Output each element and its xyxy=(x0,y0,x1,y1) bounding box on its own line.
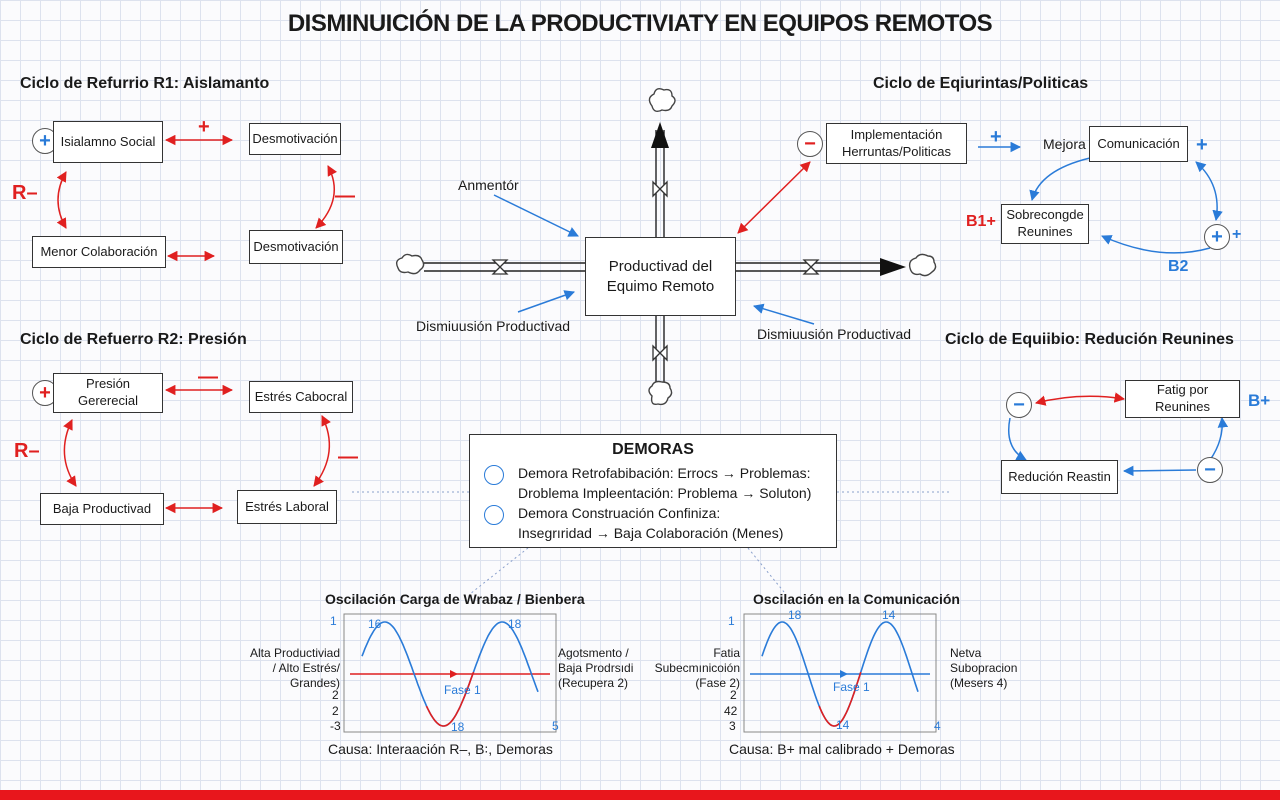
r1-box-collaboration: Menor Colaboración xyxy=(32,236,166,268)
page-title: DISMINUICIÓN DE LA PRODUCTIVIATY EN EQUI… xyxy=(287,10,993,37)
chart-right-caption: Causa: B+ mal calibrado + Demoras xyxy=(729,741,955,757)
chart-left-ymid2: 2 xyxy=(332,704,339,718)
policies-circle-sign: + xyxy=(1232,226,1242,243)
r1-box-isolation: Isialamno Social xyxy=(53,121,163,163)
dotted-connectors xyxy=(352,491,952,595)
chart-left-phase: Fase 1 xyxy=(444,683,481,697)
policies-sign-plus2: + xyxy=(1196,134,1208,156)
r1-sign-top: + xyxy=(198,116,210,138)
balance-minus-circle-bottom: − xyxy=(1197,457,1223,483)
policies-box-implementation: Implementación Herruntas/Politicas xyxy=(826,123,967,164)
r1-box-demotivation-top: Desmotivación xyxy=(249,123,341,155)
policies-box-communication: Comunicación xyxy=(1089,126,1188,162)
chart-right-ybot: 3 xyxy=(729,719,736,733)
r2-box-pressure: Presión Gererecial xyxy=(53,373,163,413)
r2-sign-right: — xyxy=(338,446,358,468)
r2-arrows xyxy=(63,384,331,514)
chart-right-trough: 14 xyxy=(836,718,850,732)
cloud-sources xyxy=(395,87,937,406)
section-r1-title: Ciclo de Refurrio R1: Aislamanto xyxy=(20,75,270,92)
policies-b1-text: B1 xyxy=(966,213,987,230)
chart-left-yright: 5 xyxy=(552,719,559,733)
chart-right-title: Oscilación en la Comunicación xyxy=(753,591,960,607)
r2-sign-top: — xyxy=(198,366,218,388)
demoras-bullet-1 xyxy=(484,465,504,485)
chart-left-wave-trough xyxy=(425,671,475,727)
r2-box-low-productivity: Baja Productivad xyxy=(40,493,164,525)
chart-left-trough: 18 xyxy=(451,720,465,734)
label-aumento: Anmentór xyxy=(458,177,519,193)
chart-right-wave-trough xyxy=(818,671,862,727)
chart-right-phase: Fase 1 xyxy=(833,680,870,694)
policies-box-overload: Sobrecongde Reunines xyxy=(1001,204,1089,244)
r1-arrows xyxy=(56,134,338,262)
chart-right-ytop: 1 xyxy=(728,614,735,628)
demoras-box: DEMORAS Demora Retrofabibación: Errocs →… xyxy=(469,434,837,548)
section-r2-title: Ciclo de Refuerro R2: Presión xyxy=(20,331,247,348)
policies-minus-circle: − xyxy=(797,131,823,157)
policies-b1-sign: + xyxy=(986,213,996,230)
policies-b2-label: B2 xyxy=(1168,258,1189,275)
label-dism-left: Dismiuusión Productivad xyxy=(416,318,571,334)
section-policies-title: Ciclo de Eqiurintas/Politicas xyxy=(873,75,1089,92)
balance-box-reduction: Redución Reastin xyxy=(1001,460,1118,494)
demoras-title: DEMORAS xyxy=(612,441,694,458)
r1-sign-right: — xyxy=(335,185,355,207)
chart-left-mid-arrow xyxy=(450,670,458,678)
chart-right-right-label: Netva Subopracion (Mesers 4) xyxy=(950,646,1018,690)
chart-right-plot xyxy=(750,621,930,727)
chart-right-peak1: 18 xyxy=(788,608,802,622)
stock-productivity: Productivad del Equimo Remoto xyxy=(585,237,736,316)
r1-box-demotivation-bottom: Desmotivación xyxy=(249,230,343,264)
demoras-line-3: Demora Construación Confiniza: xyxy=(518,505,721,521)
chart-left-frame xyxy=(343,613,557,733)
policies-sign-plus1: + xyxy=(990,126,1002,148)
flow-arrowheads xyxy=(651,122,906,276)
chart-left-ymid1: 2 xyxy=(332,688,339,702)
chart-left-ytop: 1 xyxy=(330,614,337,628)
chart-right-ymid2: 42 xyxy=(724,704,738,718)
label-dism-right: Dismiuusión Productivad xyxy=(757,326,912,342)
chart-left-peak2: 18 xyxy=(508,617,522,631)
chart-left-plot xyxy=(350,621,550,727)
demoras-bullet-2 xyxy=(484,505,504,525)
center-link-arrows xyxy=(493,161,815,325)
chart-right-ymid1: 2 xyxy=(730,688,737,702)
policies-label-mejora: Mejora xyxy=(1043,136,1086,152)
chart-right-left-label: Fatia Subecmınicoión (Fase 2) xyxy=(654,646,740,690)
r2-loop-label: R– xyxy=(14,440,40,462)
bottom-accent-bar xyxy=(0,790,1280,800)
chart-right-peak2: 14 xyxy=(882,608,896,622)
policies-arrows xyxy=(978,141,1223,254)
chart-left-title: Oscilación Carga de Wrabaz / Bienbera xyxy=(325,591,585,607)
chart-left-ybot: -3 xyxy=(330,719,341,733)
chart-right-mid-arrow xyxy=(840,670,848,678)
balance-b-plus: B+ xyxy=(1248,391,1271,410)
section-balance-title: Ciclo de Equiibio: Redución Reunines xyxy=(945,331,1234,348)
r2-box-stress-top: Estrés Cabocral xyxy=(249,381,353,413)
r2-box-stress-bottom: Estrés Laboral xyxy=(237,490,337,524)
chart-left-caption: Causa: Interaación R–, B꞉, Demoras xyxy=(328,741,553,757)
r1-loop-label: R– xyxy=(12,182,38,204)
chart-right-frame xyxy=(743,613,937,733)
demoras-line-2: Droblema Impleentación: Problema → Solut… xyxy=(518,485,812,501)
chart-left-peak1: 16 xyxy=(368,617,382,631)
chart-left-right-label: Agotsmento / Baja Prodrsıdi (Recupera 2) xyxy=(558,646,634,690)
chart-left-left-label: Alta Productiviad / Alto Estrés/ Grandes… xyxy=(249,646,340,690)
demoras-line-4: Insegrıridad → Baja Colaboración (Menes) xyxy=(518,525,784,541)
demoras-line-1: Demora Retrofabibación: Errocs → Problem… xyxy=(518,465,811,481)
flow-valves xyxy=(491,180,820,362)
policies-plus-circle: + xyxy=(1204,224,1230,250)
policies-b1-label: B1+ xyxy=(966,213,996,231)
balance-box-fatigue: Fatig por Reunines xyxy=(1125,380,1240,418)
balance-minus-circle-top: − xyxy=(1006,392,1032,418)
chart-right-yright: 4 xyxy=(934,719,941,733)
balance-arrows xyxy=(1008,392,1229,477)
